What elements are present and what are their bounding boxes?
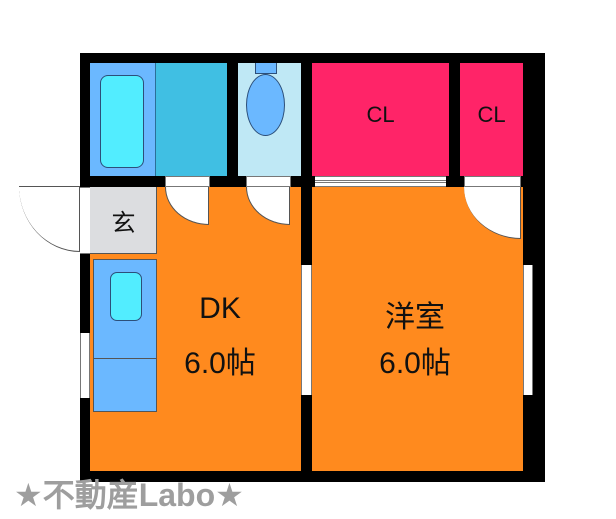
toilet-tank-icon [255, 63, 277, 74]
bath-floor [155, 63, 227, 176]
toilet-bowl-icon [246, 74, 285, 136]
western-name: 洋室 [385, 301, 445, 334]
partition-window [301, 265, 312, 395]
entrance-door-swing [19, 186, 80, 252]
western-size: 6.0帖 [379, 347, 451, 380]
closet-2-label: CL [477, 102, 506, 127]
counter-divider [93, 358, 157, 359]
watermark: ★不動産Labo★ [14, 477, 244, 513]
sliding-rail [315, 180, 446, 183]
east-window [523, 265, 533, 395]
bath-door-gap [165, 176, 210, 187]
sink-icon [110, 272, 142, 321]
entrance [90, 187, 157, 254]
entrance-label: 玄 [111, 210, 136, 237]
western-room [312, 187, 523, 471]
dk-name: DK [199, 292, 241, 325]
bathtub-icon [100, 75, 144, 168]
closet-2-door-gap [464, 176, 521, 187]
toilet-door-gap [246, 176, 291, 187]
closet-1-sliding-door [315, 176, 446, 187]
entrance-door-gap [80, 187, 90, 254]
closet-1-label: CL [366, 102, 395, 127]
dk-west-window [80, 333, 90, 398]
dk-size: 6.0帖 [184, 347, 256, 380]
closet-1 [312, 63, 449, 176]
closet-2 [460, 63, 523, 176]
